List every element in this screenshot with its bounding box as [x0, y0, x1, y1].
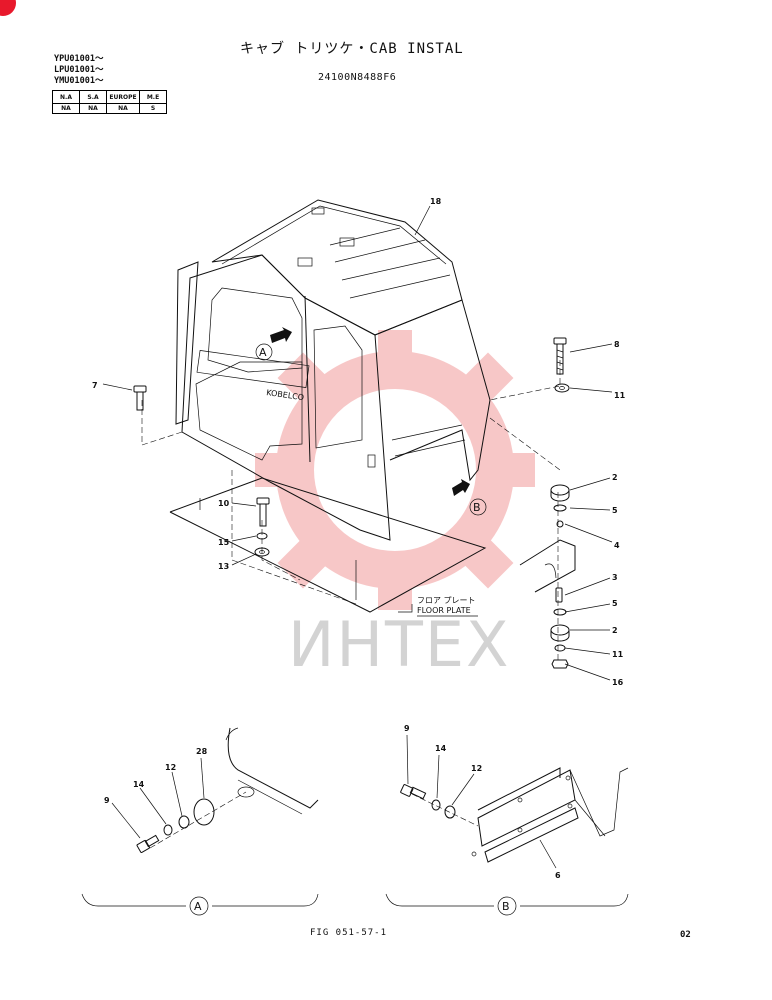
watermark-text: ИНТЕХ	[288, 608, 511, 681]
callout-b-9: 9	[404, 724, 410, 733]
callout-b-14: 14	[435, 744, 447, 753]
washer-14-b	[431, 799, 441, 811]
callout-5: 5	[612, 506, 618, 515]
callout-7: 7	[92, 381, 98, 390]
svg-text:A: A	[194, 900, 202, 913]
washer-12-a	[178, 815, 190, 829]
detail-a: 9 14 12 28 A	[81, 727, 319, 916]
bolt-9-a	[136, 834, 160, 853]
callout-a-14: 14	[133, 780, 145, 789]
callout-8: 8	[614, 340, 620, 349]
callout-18: 18	[430, 197, 442, 206]
svg-text:B: B	[473, 501, 481, 514]
serial-range-3: YMU01001～	[54, 76, 104, 86]
callout-2b: 2	[612, 626, 618, 635]
callout-11b: 11	[612, 650, 624, 659]
main-callouts: 18 8 11 7 2 5 4 10 15 13 3 5 2 11 16	[92, 197, 626, 687]
bolt-7	[133, 385, 147, 411]
main-leader-lines	[102, 205, 613, 681]
region-value-me: S	[139, 103, 167, 114]
callout-4: 4	[614, 541, 620, 550]
serial-range-1: YPU01001～	[54, 54, 104, 64]
svg-text:FLOOR PLATE: FLOOR PLATE	[417, 606, 471, 615]
callout-a-28: 28	[196, 747, 208, 756]
detail-b: 9 14 12 6 B	[385, 724, 629, 916]
svg-text:フロア プレート: フロア プレート	[417, 596, 476, 605]
callout-2: 2	[612, 473, 618, 482]
washer-14-a	[163, 824, 173, 836]
diagram-title: キャブ トリツケ・CAB INSTAL	[240, 41, 464, 57]
svg-text:B: B	[502, 900, 510, 913]
washer-12-b	[444, 805, 456, 819]
callout-10: 10	[218, 499, 230, 508]
callout-b-6: 6	[555, 871, 561, 880]
floor-plate	[169, 470, 487, 613]
page-number: 02	[680, 930, 691, 940]
callout-b-12: 12	[471, 764, 482, 773]
bolt-10	[256, 497, 270, 527]
mount-stack	[519, 484, 576, 669]
bolt-8	[553, 337, 567, 375]
bolt-9-b	[400, 784, 427, 800]
serial-range-2: LPU01001～	[54, 65, 104, 75]
callout-11: 11	[614, 391, 626, 400]
figure-number: FIG 051-57-1	[310, 928, 388, 938]
detail-a-marker: A	[255, 343, 273, 361]
callout-a-9: 9	[104, 796, 110, 805]
watermark-gear-icon	[255, 330, 535, 610]
callout-16: 16	[612, 678, 624, 687]
part-number: 24100N8488F6	[318, 72, 397, 83]
callout-13: 13	[218, 562, 229, 571]
floor-plate-label: フロア プレート FLOOR PLATE	[398, 596, 478, 617]
callout-a-12: 12	[165, 763, 176, 772]
washer-15	[256, 532, 268, 540]
cab-body: KOBELCO	[175, 199, 491, 541]
washer-13	[254, 547, 270, 557]
callout-3: 3	[612, 573, 618, 582]
callout-5b: 5	[612, 599, 618, 608]
corner-mark	[0, 0, 16, 16]
washer-11-top	[554, 383, 570, 393]
callout-15: 15	[218, 538, 230, 547]
svg-text:A: A	[259, 346, 267, 359]
region-applicability-table: N.A S.A EUROPE M.E NA NA NA S	[52, 90, 167, 114]
plug-28-a	[193, 798, 215, 826]
detail-b-marker: B	[469, 498, 487, 516]
